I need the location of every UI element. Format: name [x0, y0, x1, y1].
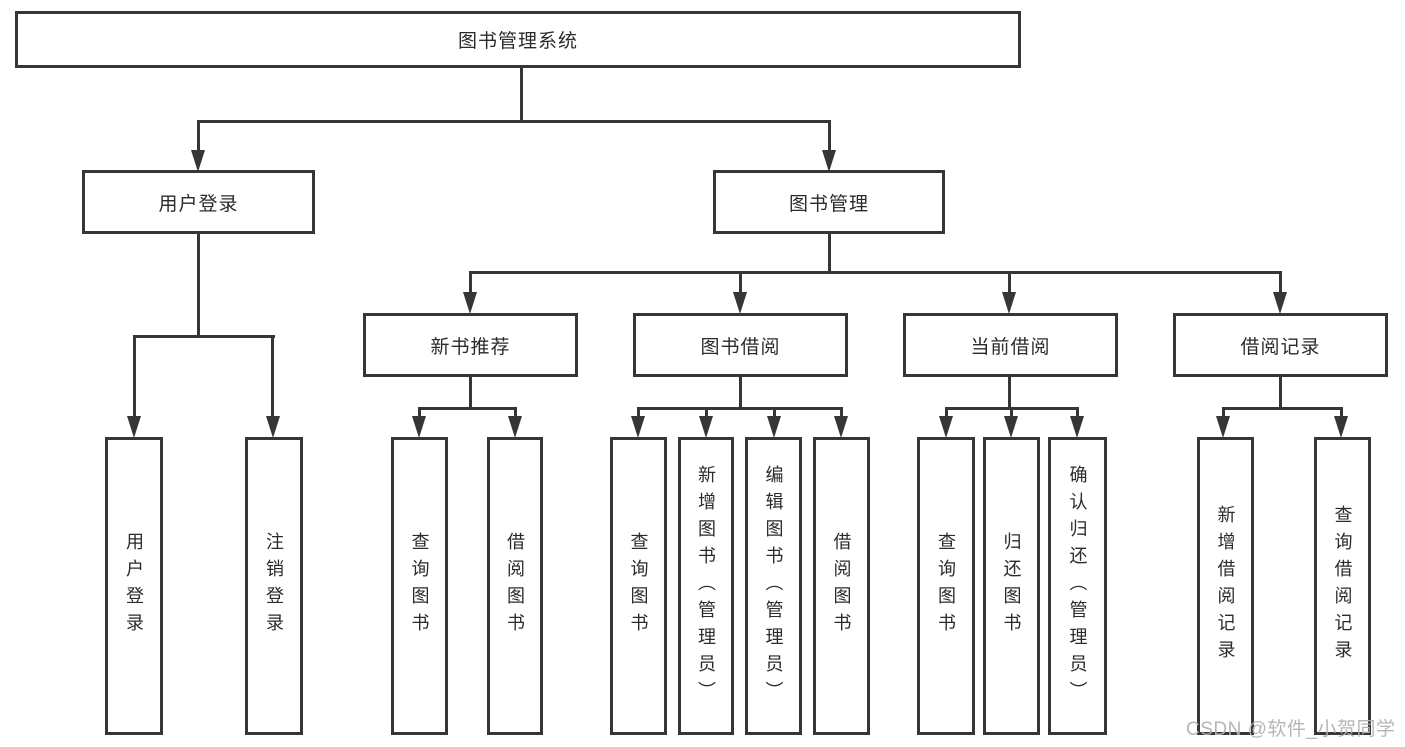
- connector-l2a-stem: [469, 377, 472, 410]
- connector-user-login-stem: [197, 234, 200, 338]
- leaf-add-books-admin: 新增图书（管理员）: [678, 437, 734, 735]
- connector-l2b-bar: [637, 407, 843, 410]
- arrow-down-icon: [733, 292, 747, 314]
- connector-l2a-bar: [418, 407, 517, 410]
- arrow-down-icon: [191, 150, 205, 172]
- connector-drop-leaf: [840, 407, 843, 419]
- leaf-add-borrow-record: 新增借阅记录: [1197, 437, 1254, 735]
- leaf-query-books-current: 查询图书: [917, 437, 975, 735]
- arrow-down-icon: [939, 416, 953, 438]
- leaf-borrow-books-recommend: 借阅图书: [487, 437, 543, 735]
- node-book-management: 图书管理: [713, 170, 945, 234]
- arrow-down-icon: [1273, 292, 1287, 314]
- leaf-query-borrow-record: 查询借阅记录: [1314, 437, 1371, 735]
- leaf-query-books-borrow: 查询图书: [610, 437, 667, 735]
- connector-l2d-stem: [1279, 377, 1282, 410]
- arrow-down-icon: [699, 416, 713, 438]
- connector-drop-leaf: [945, 407, 948, 419]
- connector-drop-leaf: [1340, 407, 1343, 419]
- connector-l2b-stem: [739, 377, 742, 410]
- connector-drop-leaf: [1222, 407, 1225, 419]
- arrow-down-icon: [412, 416, 426, 438]
- arrow-down-icon: [1334, 416, 1348, 438]
- node-library-management-system: 图书管理系统: [15, 11, 1021, 68]
- arrow-down-icon: [266, 416, 280, 438]
- arrow-down-icon: [631, 416, 645, 438]
- connector-drop-leaf: [773, 407, 776, 419]
- arrow-down-icon: [767, 416, 781, 438]
- arrow-down-icon: [1004, 416, 1018, 438]
- csdn-watermark: CSDN @软件_小贺同学: [1186, 719, 1396, 740]
- connector-drop-user-login: [197, 120, 200, 152]
- connector-drop-leaf: [1076, 407, 1079, 419]
- connector-drop-l2: [1279, 271, 1282, 295]
- arrow-down-icon: [1070, 416, 1084, 438]
- connector-book-mgmt-bar: [469, 271, 1282, 274]
- node-user-login: 用户登录: [82, 170, 315, 234]
- leaf-user-login: 用户登录: [105, 437, 163, 735]
- connector-drop-leaf: [705, 407, 708, 419]
- leaf-edit-books-admin: 编辑图书（管理员）: [745, 437, 802, 735]
- connector-drop-leaf: [133, 335, 136, 417]
- connector-drop-leaf: [637, 407, 640, 419]
- arrow-down-icon: [508, 416, 522, 438]
- arrow-down-icon: [127, 416, 141, 438]
- node-new-book-recommendation: 新书推荐: [363, 313, 578, 377]
- connector-book-mgmt-stem: [828, 234, 831, 274]
- arrow-down-icon: [834, 416, 848, 438]
- connector-drop-leaf: [514, 407, 517, 419]
- leaf-confirm-return-admin: 确认归还（管理员）: [1048, 437, 1107, 735]
- connector-drop-l2: [739, 271, 742, 295]
- leaf-borrow-books: 借阅图书: [813, 437, 870, 735]
- arrow-down-icon: [822, 150, 836, 172]
- node-borrowing-records: 借阅记录: [1173, 313, 1388, 377]
- connector-drop-leaf: [418, 407, 421, 419]
- connector-root-stem: [520, 68, 523, 123]
- node-book-borrowing: 图书借阅: [633, 313, 848, 377]
- connector-drop-l2: [1008, 271, 1011, 295]
- connector-drop-l2: [469, 271, 472, 295]
- connector-l2c-stem: [1008, 377, 1011, 410]
- leaf-query-books-recommend: 查询图书: [391, 437, 448, 735]
- connector-drop-leaf: [271, 335, 274, 417]
- node-current-borrowing: 当前借阅: [903, 313, 1118, 377]
- arrow-down-icon: [1002, 292, 1016, 314]
- arrow-down-icon: [463, 292, 477, 314]
- connector-drop-leaf: [1010, 407, 1013, 419]
- leaf-return-books: 归还图书: [983, 437, 1040, 735]
- connector-drop-book-management: [828, 120, 831, 152]
- connector-user-login-bar: [133, 335, 275, 338]
- connector-root-bar: [197, 120, 831, 123]
- connector-l2d-bar: [1222, 407, 1343, 410]
- leaf-logout: 注销登录: [245, 437, 303, 735]
- arrow-down-icon: [1216, 416, 1230, 438]
